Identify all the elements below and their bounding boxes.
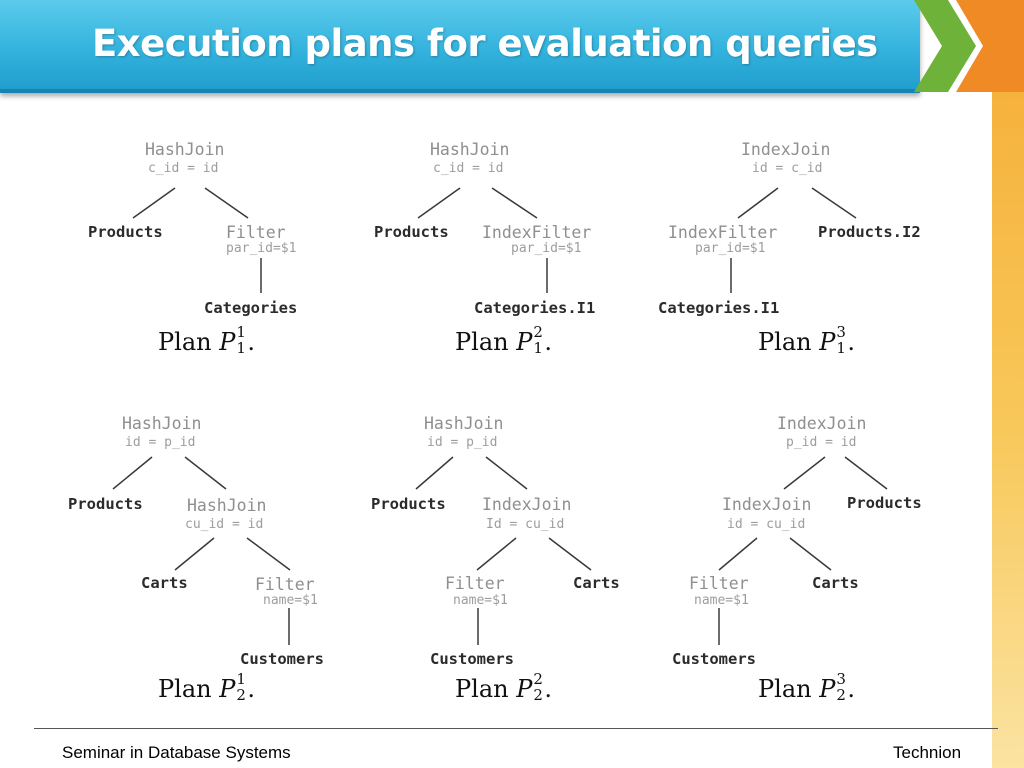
join-condition: cu_id = id	[185, 517, 264, 532]
relation-categories-index: Categories.I1	[658, 299, 780, 317]
filter-condition: par_id=$1	[695, 241, 766, 256]
edge	[485, 456, 528, 490]
relation-customers: Customers	[240, 650, 324, 668]
plan-node-indexjoin: IndexJoin	[741, 140, 831, 159]
edge	[417, 187, 461, 219]
relation-carts: Carts	[573, 574, 620, 592]
footer-course-name: Seminar in Database Systems	[62, 743, 291, 762]
edge	[789, 537, 832, 571]
edge	[476, 537, 517, 571]
plan-node-hashjoin: HashJoin	[430, 140, 510, 159]
join-condition: id = cu_id	[727, 517, 806, 532]
edge	[548, 537, 592, 571]
filter-condition: name=$1	[263, 593, 318, 608]
relation-products: Products	[847, 494, 922, 512]
relation-categories: Categories	[204, 299, 298, 317]
relation-carts: Carts	[812, 574, 859, 592]
plan-node-hashjoin: HashJoin	[424, 414, 504, 433]
relation-products: Products	[374, 223, 449, 241]
plan-node-indexfilter: IndexFilter	[668, 223, 778, 242]
plan-node-hashjoin: HashJoin	[187, 496, 267, 515]
relation-products-index: Products.I2	[818, 223, 921, 241]
plan-node-indexjoin: IndexJoin	[777, 414, 867, 433]
edge	[737, 187, 779, 219]
title-banner: Execution plans for evaluation queries	[0, 0, 920, 93]
relation-carts: Carts	[141, 574, 188, 592]
chevron-orange-icon	[956, 0, 1024, 92]
relation-products: Products	[88, 223, 163, 241]
plan-node-filter: Filter	[226, 223, 286, 242]
chevron-arrows-icon	[914, 0, 1024, 92]
join-condition: id = p_id	[125, 435, 196, 450]
edge	[844, 456, 888, 490]
relation-customers: Customers	[672, 650, 756, 668]
relation-products: Products	[68, 495, 143, 513]
chevron-green-icon	[914, 0, 976, 92]
plan-node-indexjoin: IndexJoin	[482, 495, 572, 514]
edge	[718, 537, 758, 571]
edge	[132, 187, 176, 219]
plan-node-hashjoin: HashJoin	[145, 140, 225, 159]
footer-institution: Technion	[893, 743, 962, 762]
join-condition: id = c_id	[752, 161, 823, 176]
edge	[811, 187, 857, 219]
relation-customers: Customers	[430, 650, 514, 668]
filter-condition: name=$1	[453, 593, 508, 608]
plan-node-indexfilter: IndexFilter	[482, 223, 592, 242]
footer-divider	[34, 728, 998, 729]
plan-node-filter: Filter	[255, 575, 315, 594]
edge	[783, 456, 826, 490]
plan-node-hashjoin: HashJoin	[122, 414, 202, 433]
edge	[204, 187, 249, 219]
edge	[174, 537, 215, 571]
slide-title: Execution plans for evaluation queries	[92, 22, 878, 65]
plan-node-filter: Filter	[445, 574, 505, 593]
edge	[415, 456, 454, 490]
join-condition: c_id = id	[148, 161, 219, 176]
filter-condition: name=$1	[694, 593, 749, 608]
join-condition: c_id = id	[433, 161, 504, 176]
relation-products: Products	[371, 495, 446, 513]
edge	[184, 456, 227, 490]
plan-node-indexjoin: IndexJoin	[722, 495, 812, 514]
join-condition: p_id = id	[786, 435, 857, 450]
edge	[112, 456, 153, 490]
edge	[246, 537, 291, 571]
side-accent-stripe	[992, 92, 1024, 768]
edge	[491, 187, 538, 219]
join-condition: id = p_id	[427, 435, 498, 450]
relation-categories-index: Categories.I1	[474, 299, 596, 317]
filter-condition: par_id=$1	[226, 241, 297, 256]
filter-condition: par_id=$1	[511, 241, 582, 256]
plan-node-filter: Filter	[689, 574, 749, 593]
join-condition: Id = cu_id	[486, 517, 565, 532]
